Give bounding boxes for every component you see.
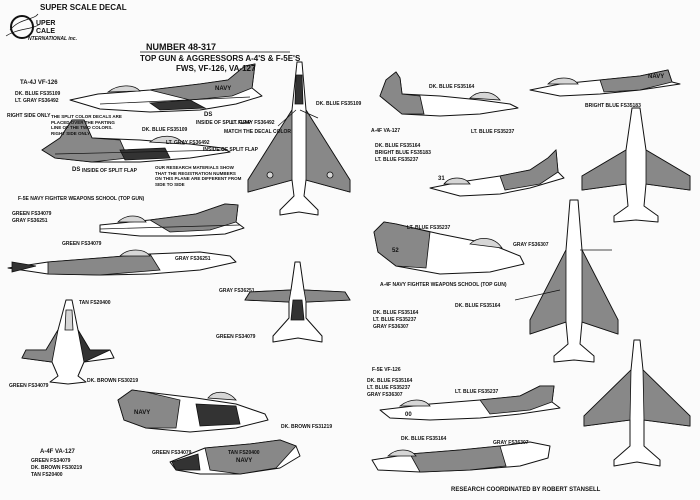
label-r-lt-blue: LT. BLUE FS35237 [471, 129, 515, 135]
note-split-color: THE SPLIT COLOR DECALS ARE PLACED OVER T… [51, 114, 122, 136]
label-r-gray: GRAY FS36307 [513, 242, 549, 248]
marking-number-31: 31 [438, 176, 445, 182]
sheet-subtitle: FWS, VF-126, VA-127 [176, 64, 256, 73]
label-r-d-color-2: LT. BLUE FS35237 [373, 317, 417, 323]
a4f-blue-side-profile-1 [379, 71, 519, 117]
marking-number-00: 00 [405, 412, 412, 418]
label-ta4j-color-2: LT. GRAY FS36492 [15, 98, 59, 104]
f5e-vf126-top-view [583, 339, 691, 467]
label-ta4j: TA-4J VF-126 [20, 80, 58, 86]
label-r-dk-blue-2: DK. BLUE FS35164 [455, 303, 501, 309]
f5e-side-profile-bottom [7, 249, 237, 276]
a4f-blue-side-profile-3 [429, 149, 565, 197]
label-r-color-1: DK. BLUE FS35164 [375, 143, 421, 149]
label-dk-blue-top: DK. BLUE FS35109 [316, 101, 362, 107]
marking-navy-2: NAVY [134, 410, 151, 416]
label-r-color-2: BRIGHT BLUE FS35183 [375, 150, 431, 156]
label-a4f-color-1: GREEN FS34079 [31, 458, 71, 464]
label-tan: TAN FS20400 [79, 300, 111, 306]
a4f-top-view-camo [21, 299, 115, 385]
label-r-dk-blue: DK. BLUE FS35164 [429, 84, 475, 90]
label-green-b: GREEN FS34079 [152, 450, 192, 456]
label-a4f-color-3: TAN FS20400 [31, 472, 63, 478]
label-r-e-color-1: DK. BLUE FS35164 [367, 378, 413, 384]
sheet-number: NUMBER 48-317 [146, 42, 217, 52]
label-f5e-color-1: GREEN FS34079 [12, 211, 52, 217]
label-r-a4f-fws: A-4F NAVY FIGHTER WEAPONS SCHOOL (TOP GU… [380, 282, 507, 288]
label-r-gray-2: GRAY FS36307 [493, 440, 529, 446]
ta4j-side-profile-top [69, 63, 263, 113]
marking-navy-1: NAVY [215, 86, 232, 92]
label-a4f-color-2: DK. BROWN FS30219 [31, 465, 83, 471]
label-green-mid: GREEN FS34079 [62, 241, 102, 247]
note-ds-1: INSIDE OF SPLIT FLAP [196, 120, 252, 126]
label-gray-mid: GRAY FS36251 [175, 256, 211, 262]
a4f-side-profile-camo-2 [169, 439, 301, 475]
a4f-top-view-fws [529, 199, 619, 363]
label-ta4j-b-color-2: LT. GRAY FS36492 [166, 140, 210, 146]
a4f-side-profile-camo-1 [117, 389, 269, 433]
label-r-color-3: LT. BLUE FS35237 [375, 157, 419, 163]
label-r-a4f-va127: A-4F VA-127 [371, 128, 401, 134]
label-r-lt-blue-2: LT. BLUE FS35237 [407, 225, 451, 231]
label-a4f-va127: A-4F VA-127 [40, 449, 75, 455]
label-r-d-color-1: DK. BLUE FS35164 [373, 310, 419, 316]
brand-name: SUPER SCALE DECAL [40, 3, 127, 12]
label-r-d-color-3: GRAY FS36307 [373, 324, 409, 330]
note-inside-split-flap: INSIDE OF SPLIT FLAP [203, 147, 259, 153]
ta4j-side-profile-bottom [41, 119, 231, 163]
f5e-top-view [244, 261, 351, 343]
super-scale-logo [5, 13, 41, 39]
f5e-vf126-side-profile-1 [379, 385, 561, 421]
label-green-top: GREEN FS34079 [216, 334, 256, 340]
marking-navy-3: NAVY [648, 74, 665, 80]
label-r-dk-blue-3: DK. BLUE FS35164 [401, 436, 447, 442]
label-r-lt-blue-3: LT. BLUE FS35237 [455, 389, 499, 395]
a4f-top-view-blue-1 [581, 107, 691, 223]
label-ds-2: DS [72, 167, 81, 173]
marking-navy-4: NAVY [236, 458, 253, 464]
note-ds-2: INSIDE OF SPLIT FLAP [82, 168, 138, 174]
logo-line-2: CALE [36, 28, 56, 35]
f5e-side-profile-top [99, 203, 245, 237]
label-dk-brown: DK. BROWN FS30219 [87, 378, 139, 384]
a4f-blue-side-profile-2 [529, 69, 681, 97]
label-green-left: GREEN FS34079 [9, 383, 49, 389]
a4f-fws-side-profile [373, 221, 525, 275]
label-right-side-only: RIGHT SIDE ONLY [7, 113, 51, 119]
label-r-bright-blue: BRIGHT BLUE FS35183 [585, 103, 641, 109]
label-ta4j-b-color-1: DK. BLUE FS35109 [142, 127, 188, 133]
research-credit: RESEARCH COORDINATED BY ROBERT STANSELL [451, 487, 601, 493]
label-tan-b: TAN FS20400 [228, 450, 260, 456]
label-dk-brown-b: DK. BROWN FS31219 [281, 424, 333, 430]
note-registration: OUR RESEARCH MATERIALS SHOW THAT THE REG… [155, 165, 242, 187]
marking-number-52: 52 [392, 248, 399, 254]
label-ds-1: DS [204, 112, 213, 118]
label-f5e-color-2: GRAY FS36251 [12, 218, 48, 224]
label-f5e-fws: F-5E NAVY FIGHTER WEAPONS SCHOOL (TOP GU… [18, 196, 145, 202]
label-f5e-vf126: F-5E VF-126 [372, 367, 401, 373]
note-match-decal: MATCH THE DECAL COLOR [224, 129, 292, 135]
logo-line-1: UPER [36, 20, 56, 27]
label-gray-top: GRAY FS36251 [219, 288, 255, 294]
label-r-e-color-2: LT. BLUE FS35237 [367, 385, 411, 391]
label-r-e-color-3: GRAY FS36307 [367, 392, 403, 398]
logo-line-3: NTERNATIONAL inc. [28, 36, 77, 42]
label-ta4j-color-1: DK. BLUE FS35109 [15, 91, 61, 97]
label-lt-gray-top: LT. GRAY FS36492 [231, 120, 275, 126]
f5e-vf126-side-profile-2 [371, 441, 551, 473]
ta4j-top-view [247, 61, 351, 216]
sheet-title: TOP GUN & AGGRESSORS A-4'S & F-5E'S [140, 54, 301, 63]
